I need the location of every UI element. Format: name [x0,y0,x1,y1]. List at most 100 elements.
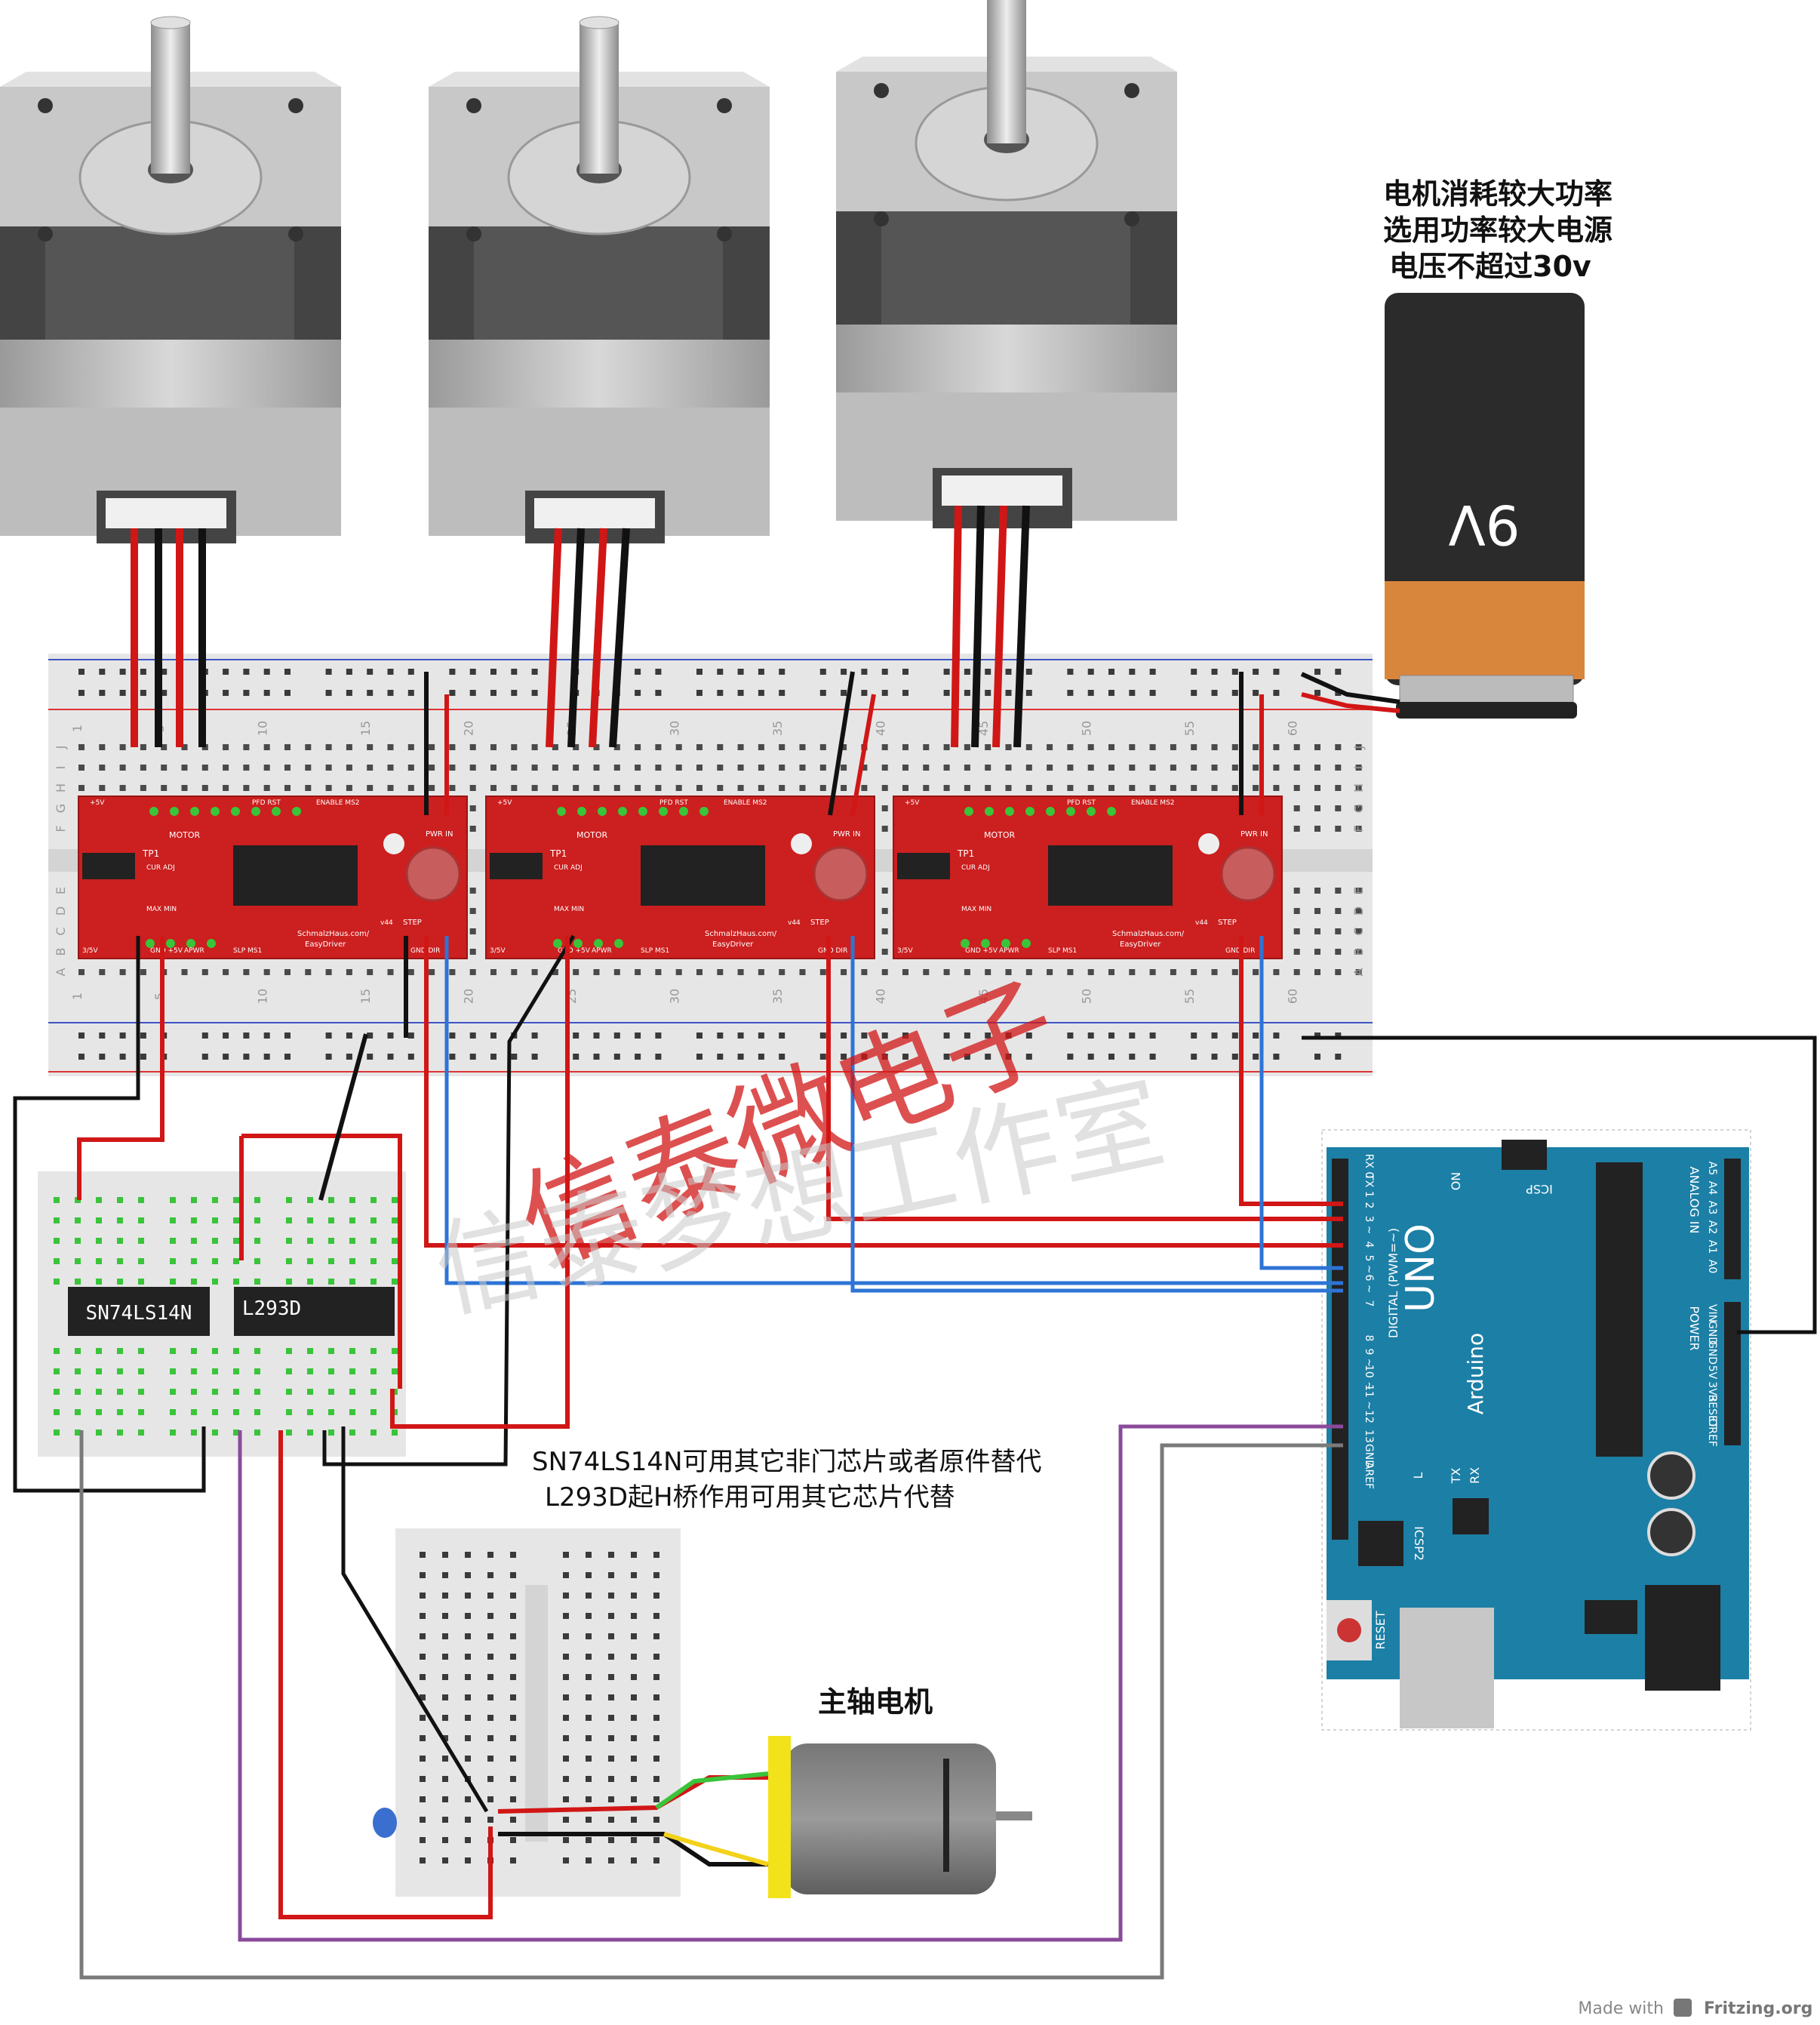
breadboard-row-letter: F [54,825,68,832]
breadboard-column-number: 45 [976,989,991,1004]
easydriver-label: PFD RST [252,799,281,807]
easydriver-label: TP1 [957,848,974,859]
easydriver-label: SLP MS1 [1048,947,1077,955]
breadboard-column-number: 35 [770,989,785,1004]
battery-note-line-3: 电压不超过30v [1389,250,1591,283]
breadboard-column-number: 60 [1286,989,1300,1004]
easydriver-label: STEP [403,919,422,927]
easydriver-label: ENABLE MS2 [724,799,767,807]
chip-l293d [234,1287,395,1336]
spindle-breadboard [395,1528,681,1897]
footer-fritzing: Fritzing.org [1704,1999,1812,2018]
arduino-icsp-label: ICSP [1526,1182,1553,1196]
easydriver-label: APWR [184,947,204,955]
chip-sn74ls14n [68,1287,210,1336]
easydriver-label: APWR [999,947,1019,955]
easydriver-label: TP1 [549,848,567,859]
battery-note-line-1: 电机消耗较大功率 [1383,177,1612,211]
easydriver-label: TP1 [142,848,159,859]
stepper-motor-3 [836,0,1177,528]
breadboard-row-letter: F [1351,825,1366,832]
easydriver-label: MOTOR [169,830,201,840]
arduino-power-label: POWER [1687,1306,1702,1350]
easydriver-label: EasyDriver [305,940,346,949]
arduino-power-pin-label: GND [1706,1340,1718,1365]
easydriver-label: STEP [1218,919,1237,927]
arduino-power-pin-label: GND [1706,1321,1718,1345]
arduino-tx-label: TX [1449,1468,1463,1485]
easydriver-label: MOTOR [984,830,1016,840]
easydriver-label: PFD RST [1067,799,1096,807]
easydriver-label: ENABLE MS2 [316,799,360,807]
easydriver-label: ENABLE MS2 [1131,799,1175,807]
breadboard-column-number: 35 [770,721,785,736]
arduino-brand: Arduino [1463,1333,1488,1414]
breadboard-column-number: 1 [70,992,85,1000]
breadboard-row-letter: E [1351,887,1366,894]
battery-label: 9V [1448,493,1520,556]
breadboard-column-number: 20 [462,989,476,1004]
easydriver-label: +5V [905,799,920,807]
easydriver-label: MAX MIN [554,906,584,913]
easydriver-label: GND +5V [965,947,998,955]
easydriver-label: CUR ADJ [961,864,990,872]
breadboard-column-number: 45 [976,721,991,736]
breadboard-row-letter: J [54,746,68,750]
arduino-power-pin-label: 3V3 [1706,1381,1718,1402]
easydriver-label: v44 [380,919,393,927]
breadboard-column-number: 10 [256,989,270,1004]
easydriver-label: GND +5V [558,947,591,955]
easydriver-label: EasyDriver [712,940,754,949]
easydriver-label: SLP MS1 [233,947,262,955]
breadboard-row-letter: C [1351,927,1366,935]
chip-breadboard [38,1171,406,1457]
arduino-reset-label: RESET [1373,1611,1388,1649]
breadboard-column-number: 10 [256,721,270,736]
breadboard-column-number: 15 [358,721,373,736]
arduino-analog-pin-label: A5 [1706,1162,1718,1175]
easydriver-label: MAX MIN [146,906,177,913]
breadboard-column-number: 55 [1182,989,1197,1004]
footer-made-with: Made with [1578,1999,1664,2018]
arduino-digital-pin-label: RX 0 [1363,1154,1375,1179]
stepper-motor-1 [0,16,341,543]
spindle-motor [768,1736,1032,1898]
battery-note: 电机消耗较大功率 选用功率较大电源 电压不超过30v [1383,177,1612,283]
breadboard-column-number: 30 [668,721,682,736]
breadboard-row-letter: B [54,948,68,956]
easydriver-label: SchmalzHaus.com/ [705,930,777,938]
breadboard-column-number: 1 [70,725,85,732]
arduino-uno: RX 0TX 123 ~45 ~6 ~789 ~10 ~11 ~1213GNDA… [1321,1129,1751,1731]
chip-note-line-1: SN74LS14N可用其它非门芯片或者原件替代 [532,1447,1042,1477]
arduino-digital-pin-label: 4 [1363,1242,1375,1248]
arduino-digital-pin-label: TX 1 [1363,1173,1375,1198]
stepper-motor-2 [429,16,770,543]
breadboard-column-number: 5 [152,992,167,1000]
easydriver-label: SchmalzHaus.com/ [297,930,370,938]
arduino-digital-pin-label: 5 ~ [1363,1254,1375,1273]
easydriver-label: PFD RST [659,799,688,807]
arduino-digital-pin-label: 6 ~ [1363,1274,1375,1293]
arduino-digital-pin-label: 10 ~ [1363,1365,1375,1390]
arduino-power-pin-label: VIN [1706,1304,1718,1322]
breadboard-column-number: 30 [668,989,682,1004]
arduino-digital-pin-label: 2 [1363,1202,1375,1209]
breadboard-row-letter: H [54,783,68,792]
arduino-digital-pin-label: 13 [1363,1430,1375,1443]
arduino-analog-pin-label: A4 [1706,1181,1718,1196]
fritzing-icon [1674,1999,1692,2017]
breadboard-row-letter: D [54,906,68,916]
breadboard-row-letter: A [54,968,68,976]
easydriver-label: 3/5V [490,947,506,955]
easydriver-label: CUR ADJ [554,864,583,872]
breadboard-row-letter: D [1351,906,1366,916]
breadboard-row-letter: J [1351,746,1366,750]
easydriver-label: EasyDriver [1120,940,1161,949]
easydriver-label: +5V [497,799,512,807]
breadboard-column-number: 40 [874,721,888,736]
easydriver-label: v44 [788,919,801,927]
breadboard-column-number: 15 [358,989,373,1004]
